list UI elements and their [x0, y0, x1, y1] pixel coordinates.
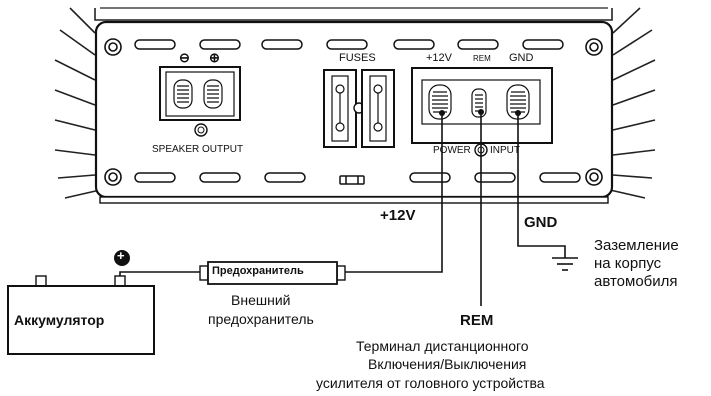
fuse-holders [323, 69, 395, 148]
battery-plus-sign: + [117, 248, 125, 263]
speaker-terminal [159, 66, 241, 137]
fuses-label: FUSES [339, 52, 376, 64]
rem-desc-line-3: усилителя от головного устройства [316, 375, 545, 391]
external-fuse-line-2: предохранитель [208, 311, 314, 327]
power-label: POWER [433, 145, 471, 156]
ground-desc-line-2: на корпус [594, 255, 662, 272]
right-fins [609, 7, 656, 199]
ground-symbol [552, 257, 578, 271]
battery-plus-badge [114, 250, 130, 266]
rem-desc-line-2: Включения/Выключения [368, 356, 527, 372]
fuse-box-label: Предохранитель [212, 265, 304, 277]
inline-fuse [199, 261, 346, 285]
input-label: INPUT [490, 145, 520, 156]
plus12-wire-label: +12V [380, 207, 416, 224]
speaker-minus-label: ⊖ [179, 50, 190, 65]
ground-desc-line-3: автомобиля [594, 273, 678, 290]
left-fins [54, 7, 101, 199]
terminal-dots [439, 109, 521, 116]
wires [119, 112, 566, 306]
panel-plus12-label: +12V [426, 52, 452, 64]
panel-gnd-label: GND [509, 52, 534, 64]
speaker-plus-label: ⊕ [209, 50, 220, 65]
ground-description: Заземление на корпус автомобиля [594, 237, 679, 291]
gnd-wire-label: GND [524, 214, 558, 231]
rem-desc-line-1: Терминал дистанционного [356, 338, 529, 354]
speaker-output-label: SPEAKER OUTPUT [152, 144, 244, 155]
corner-screws [104, 38, 603, 186]
battery [7, 250, 155, 355]
battery-label: Аккумулятор [14, 312, 105, 328]
rem-wire-label: REM [460, 312, 494, 329]
external-fuse-line-1: Внешний [231, 292, 291, 308]
vent-slots [134, 39, 581, 185]
ground-desc-line-1: Заземление [594, 237, 679, 254]
panel-rem-label: REM [473, 54, 491, 63]
